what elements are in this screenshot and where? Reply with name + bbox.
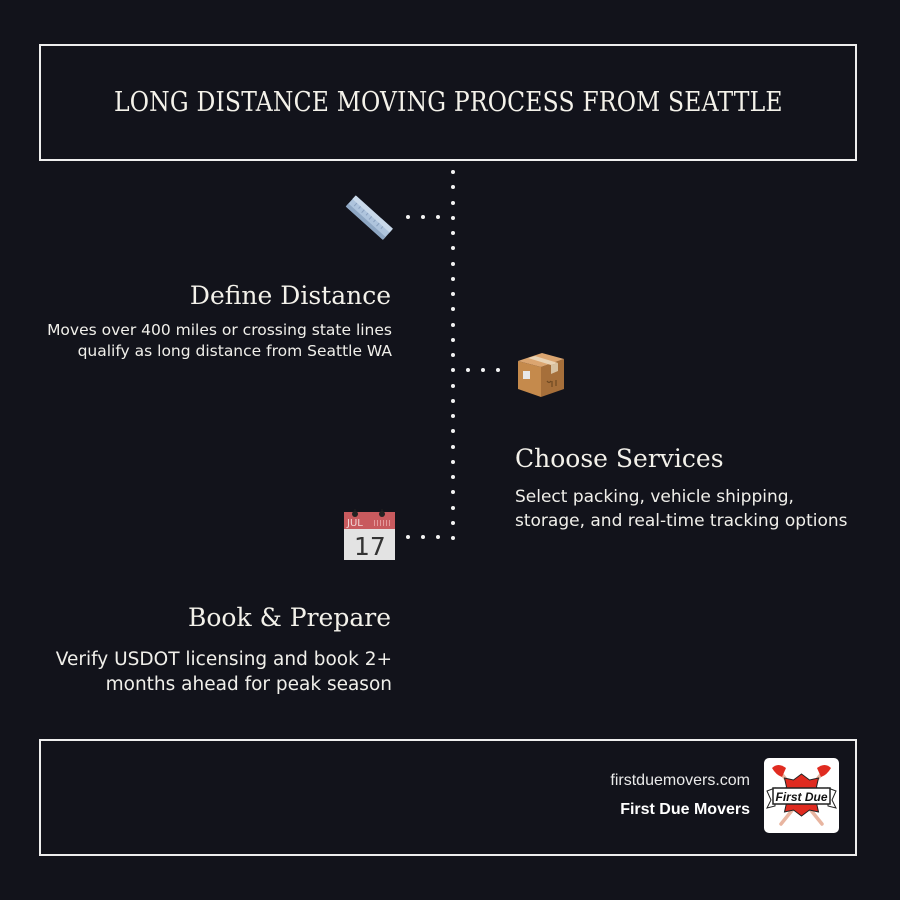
timeline-dot: [451, 368, 455, 372]
package-icon: [515, 347, 567, 399]
timeline-dot: [451, 399, 455, 403]
timeline-dot: [451, 323, 455, 327]
timeline-dot: [451, 231, 455, 235]
desc-line: Select packing, vehicle shipping,: [515, 487, 794, 507]
timeline-dot: [451, 429, 455, 433]
timeline-dot: [451, 262, 455, 266]
calendar-icon: JUL 17: [344, 509, 396, 561]
desc-line: Verify USDOT licensing and book 2+: [55, 649, 392, 670]
timeline-dot: [451, 490, 455, 494]
desc-line: Moves over 400 miles or crossing state l…: [47, 321, 392, 339]
brand-name: First Due Movers: [620, 801, 750, 818]
logo-text: First Due: [775, 790, 827, 804]
timeline-dot: [436, 215, 440, 219]
timeline-dot: [451, 460, 455, 464]
step-desc-choose-services: Select packing, vehicle shipping, storag…: [515, 485, 848, 533]
timeline-dot: [451, 353, 455, 357]
step-desc-define-distance: Moves over 400 miles or crossing state l…: [47, 320, 392, 362]
timeline-dot: [451, 185, 455, 189]
timeline-dot: [451, 475, 455, 479]
timeline-dot: [451, 246, 455, 250]
timeline-dot: [421, 215, 425, 219]
timeline-dot: [451, 170, 455, 174]
timeline-dot: [451, 536, 455, 540]
desc-line: qualify as long distance from Seattle WA: [77, 342, 392, 360]
timeline-dot: [451, 201, 455, 205]
timeline-dot: [451, 307, 455, 311]
timeline-dot: [496, 368, 500, 372]
timeline-dot: [451, 414, 455, 418]
website-link[interactable]: firstduemovers.com: [610, 772, 750, 789]
footer-box: [39, 739, 857, 856]
page-title: LONG DISTANCE MOVING PROCESS FROM SEATTL…: [113, 87, 783, 118]
timeline-dot: [451, 506, 455, 510]
desc-line: months ahead for peak season: [105, 674, 392, 695]
timeline-dot: [451, 384, 455, 388]
timeline-dot: [436, 535, 440, 539]
timeline-dot: [481, 368, 485, 372]
timeline-dot: [451, 338, 455, 342]
timeline-dot: [451, 445, 455, 449]
step-desc-book-prepare: Verify USDOT licensing and book 2+ month…: [56, 647, 392, 697]
step-title-book-prepare: Book & Prepare: [188, 603, 391, 632]
timeline-dot: [406, 535, 410, 539]
timeline-dot: [451, 521, 455, 525]
timeline-dot: [451, 216, 455, 220]
timeline-dot: [421, 535, 425, 539]
desc-line: storage, and real-time tracking options: [515, 511, 848, 531]
timeline-dot: [466, 368, 470, 372]
calendar-day: 17: [354, 532, 386, 561]
timeline-dot: [451, 292, 455, 296]
title-box: LONG DISTANCE MOVING PROCESS FROM SEATTL…: [39, 44, 857, 161]
step-title-define-distance: Define Distance: [189, 281, 391, 310]
timeline-dot: [451, 277, 455, 281]
step-title-choose-services: Choose Services: [515, 444, 724, 473]
calendar-month: JUL: [346, 518, 363, 529]
timeline-dot: [406, 215, 410, 219]
ruler-icon: [342, 192, 396, 244]
brand-logo: First Due: [764, 758, 839, 833]
